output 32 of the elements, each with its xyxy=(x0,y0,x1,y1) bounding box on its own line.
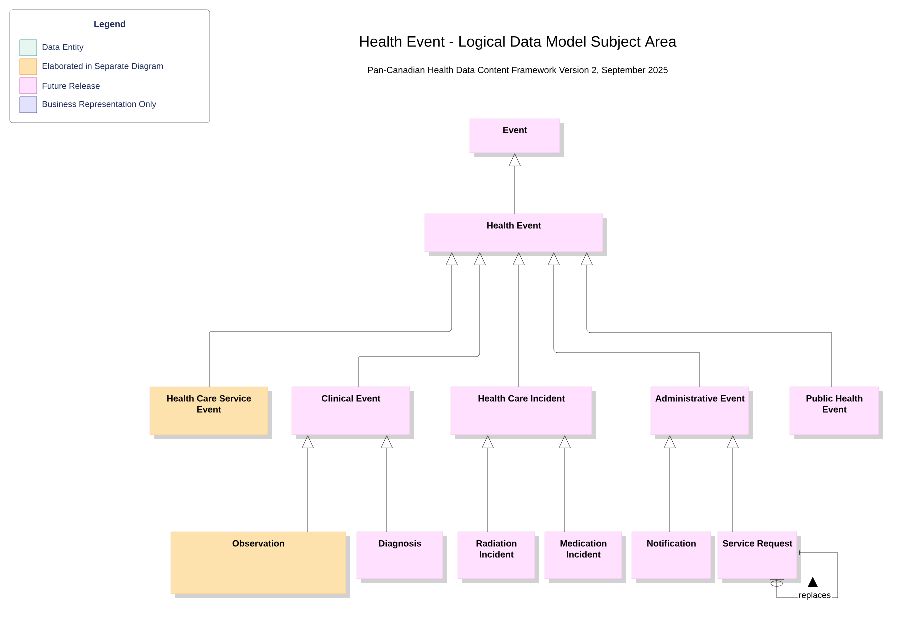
entity-box: Observation xyxy=(171,532,350,598)
entity-box: Health Care Incident xyxy=(451,387,596,439)
inheritance-arrow xyxy=(381,436,393,532)
inheritance-arrow xyxy=(513,252,525,388)
entity-box: Radiation Incident xyxy=(458,532,539,583)
inheritance-arrow xyxy=(509,154,521,214)
entity-box: Event xyxy=(470,119,564,157)
inheritance-arrow xyxy=(210,252,458,388)
title: Health Event - Logical Data Model Subject Area xyxy=(360,36,677,50)
inheritance-arrow xyxy=(482,436,494,532)
entity-box: Health Care Service Event xyxy=(150,387,272,439)
inheritance-arrow xyxy=(302,436,314,532)
entity-box: Service Request xyxy=(718,532,801,583)
inheritance-arrow xyxy=(548,252,700,388)
entity-box: Administrative Event xyxy=(651,387,753,439)
entity-box: Health Event xyxy=(425,214,607,256)
legend-text: Data Entity xyxy=(42,44,84,52)
subtitle: Pan-Canadian Health Data Content Framework Version 2, September 2025 xyxy=(368,66,668,76)
legend-text: Future Release xyxy=(42,82,100,90)
inheritance-arrow xyxy=(358,252,486,388)
entity-box: Medication Incident xyxy=(545,532,626,583)
legend-text: Business Representation Only xyxy=(42,101,156,109)
entity-box: Notification xyxy=(632,532,715,583)
inheritance-arrow xyxy=(581,252,832,388)
legend-text: Elaborated in Separate Diagram xyxy=(42,63,164,71)
inheritance-arrow xyxy=(664,436,676,532)
entity-box: Public Health Event xyxy=(790,387,883,439)
inheritance-arrow xyxy=(559,436,571,532)
entity-box: Diagnosis xyxy=(357,532,447,583)
edge-label: replaces xyxy=(800,592,831,600)
inheritance-arrow xyxy=(727,436,739,532)
entity-box: Clinical Event xyxy=(292,387,414,439)
